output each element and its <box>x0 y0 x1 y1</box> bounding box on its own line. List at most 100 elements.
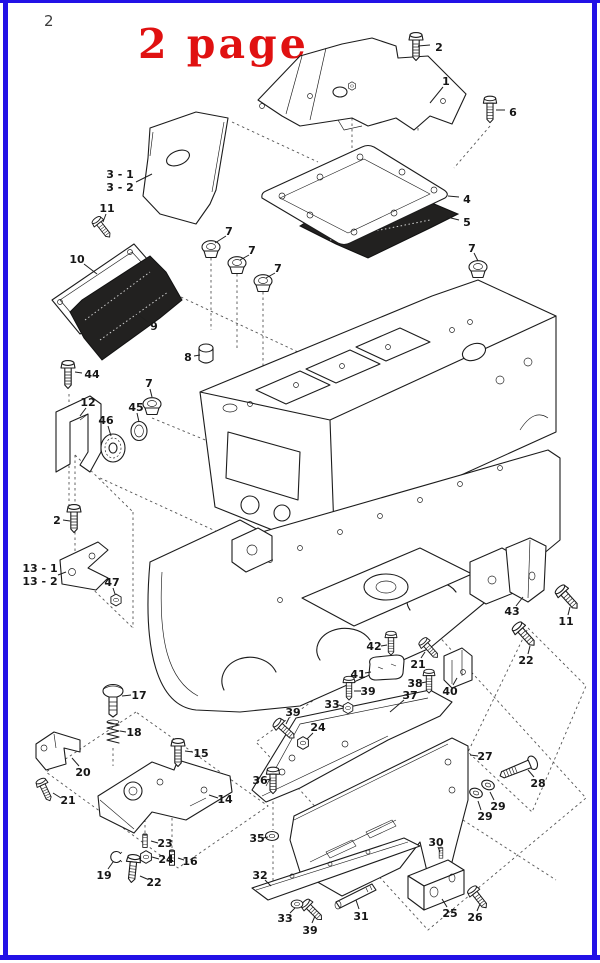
part-37-plate <box>251 689 453 803</box>
part-label: 12 <box>80 396 95 409</box>
part-label: 31 <box>353 910 368 923</box>
leader-line <box>289 907 296 914</box>
leader-line <box>107 425 112 437</box>
part-label: 35 <box>249 832 264 845</box>
leader-line <box>151 856 160 860</box>
part-label: 45 <box>128 401 143 414</box>
part-label: 22 <box>146 876 161 889</box>
leader-line <box>441 898 448 908</box>
part-40-bracket <box>443 647 473 689</box>
part-31-rod <box>334 883 377 910</box>
leader-line <box>527 645 531 655</box>
part-label: 6 <box>509 106 517 119</box>
leader-line <box>193 354 201 357</box>
leader-line <box>71 757 80 767</box>
part-label: 23 <box>157 837 172 850</box>
leader-line <box>567 606 571 616</box>
part-label: 33 <box>324 698 339 711</box>
leader-line <box>265 272 276 279</box>
part-label: 22 <box>518 654 533 667</box>
leader-line <box>265 778 272 781</box>
leader-line <box>473 252 479 262</box>
leader-line <box>112 587 116 595</box>
part-label: 13 - 2 <box>22 575 57 588</box>
leader-line <box>135 173 153 183</box>
leader-line <box>489 791 495 801</box>
leader-line <box>150 840 159 844</box>
part-label: 21 <box>410 658 425 671</box>
part-label: 8 <box>184 351 192 364</box>
leader-line <box>184 750 194 753</box>
part-41-plate <box>368 654 405 681</box>
leader-line <box>437 846 441 853</box>
part-43-bracket <box>505 537 547 603</box>
part-1-cover-plate <box>257 37 467 131</box>
leader-line <box>389 699 405 713</box>
leader-line <box>79 407 87 417</box>
leader-line <box>214 235 227 244</box>
leader-line <box>149 388 153 398</box>
leader-line <box>52 792 62 799</box>
part-label: 2 <box>53 514 61 527</box>
page-border-right <box>592 0 597 960</box>
part-label: 10 <box>69 253 85 266</box>
part-label: 39 <box>360 685 375 698</box>
leader-line <box>417 44 431 47</box>
leader-line <box>62 519 71 522</box>
part-label: 24 <box>158 853 174 866</box>
leader-line <box>476 903 481 912</box>
part-label: 29 <box>477 810 492 823</box>
leader-line <box>121 694 132 697</box>
part-label: 32 <box>252 869 267 882</box>
part-label: 39 <box>285 706 300 719</box>
part-label: 17 <box>131 689 146 702</box>
part-label: 7 <box>274 262 282 275</box>
leader-line <box>74 371 83 374</box>
part-label: 7 <box>248 244 256 257</box>
leader-line <box>311 915 316 924</box>
part-label: 46 <box>98 414 114 427</box>
part-label: 7 <box>468 242 476 255</box>
leader-line <box>139 875 148 880</box>
part-label: 4 <box>463 193 471 206</box>
part-label: 19 <box>96 869 111 882</box>
leader-line <box>208 794 219 799</box>
leader-line <box>83 263 98 275</box>
part-label: 29 <box>490 800 505 813</box>
part-label: 40 <box>442 685 458 698</box>
leader-line <box>420 681 427 684</box>
part-32-bar <box>251 837 421 901</box>
page-border-bottom <box>0 955 600 960</box>
leader-line <box>477 800 482 811</box>
leader-line <box>527 769 535 778</box>
leader-line <box>429 86 444 104</box>
part-12-bracket <box>55 395 102 473</box>
page-border-left <box>3 0 8 960</box>
leader-line <box>420 651 426 659</box>
leader-line <box>452 677 458 686</box>
part-label: 14 <box>217 793 233 806</box>
leader-line <box>515 596 524 607</box>
part-label: 30 <box>428 836 444 849</box>
part-label: 16 <box>182 855 198 868</box>
engine-block-upper <box>199 279 557 546</box>
part-label: 38 <box>407 677 422 690</box>
leader-line <box>285 717 290 725</box>
part-label: 27 <box>477 750 492 763</box>
page-number: 2 <box>44 12 55 30</box>
leader-line <box>264 879 272 887</box>
part-8-cap <box>198 343 214 364</box>
leader-line <box>338 704 345 708</box>
fasteners <box>34 32 583 925</box>
part-label: 18 <box>126 726 141 739</box>
part-label: 36 <box>252 774 268 787</box>
leader-line <box>364 671 372 674</box>
part-label: 7 <box>225 225 233 238</box>
page-title: 2 page <box>138 20 309 68</box>
leader-line <box>306 732 314 740</box>
part-label: 1 <box>442 75 450 88</box>
engine-block-lower <box>147 449 561 713</box>
